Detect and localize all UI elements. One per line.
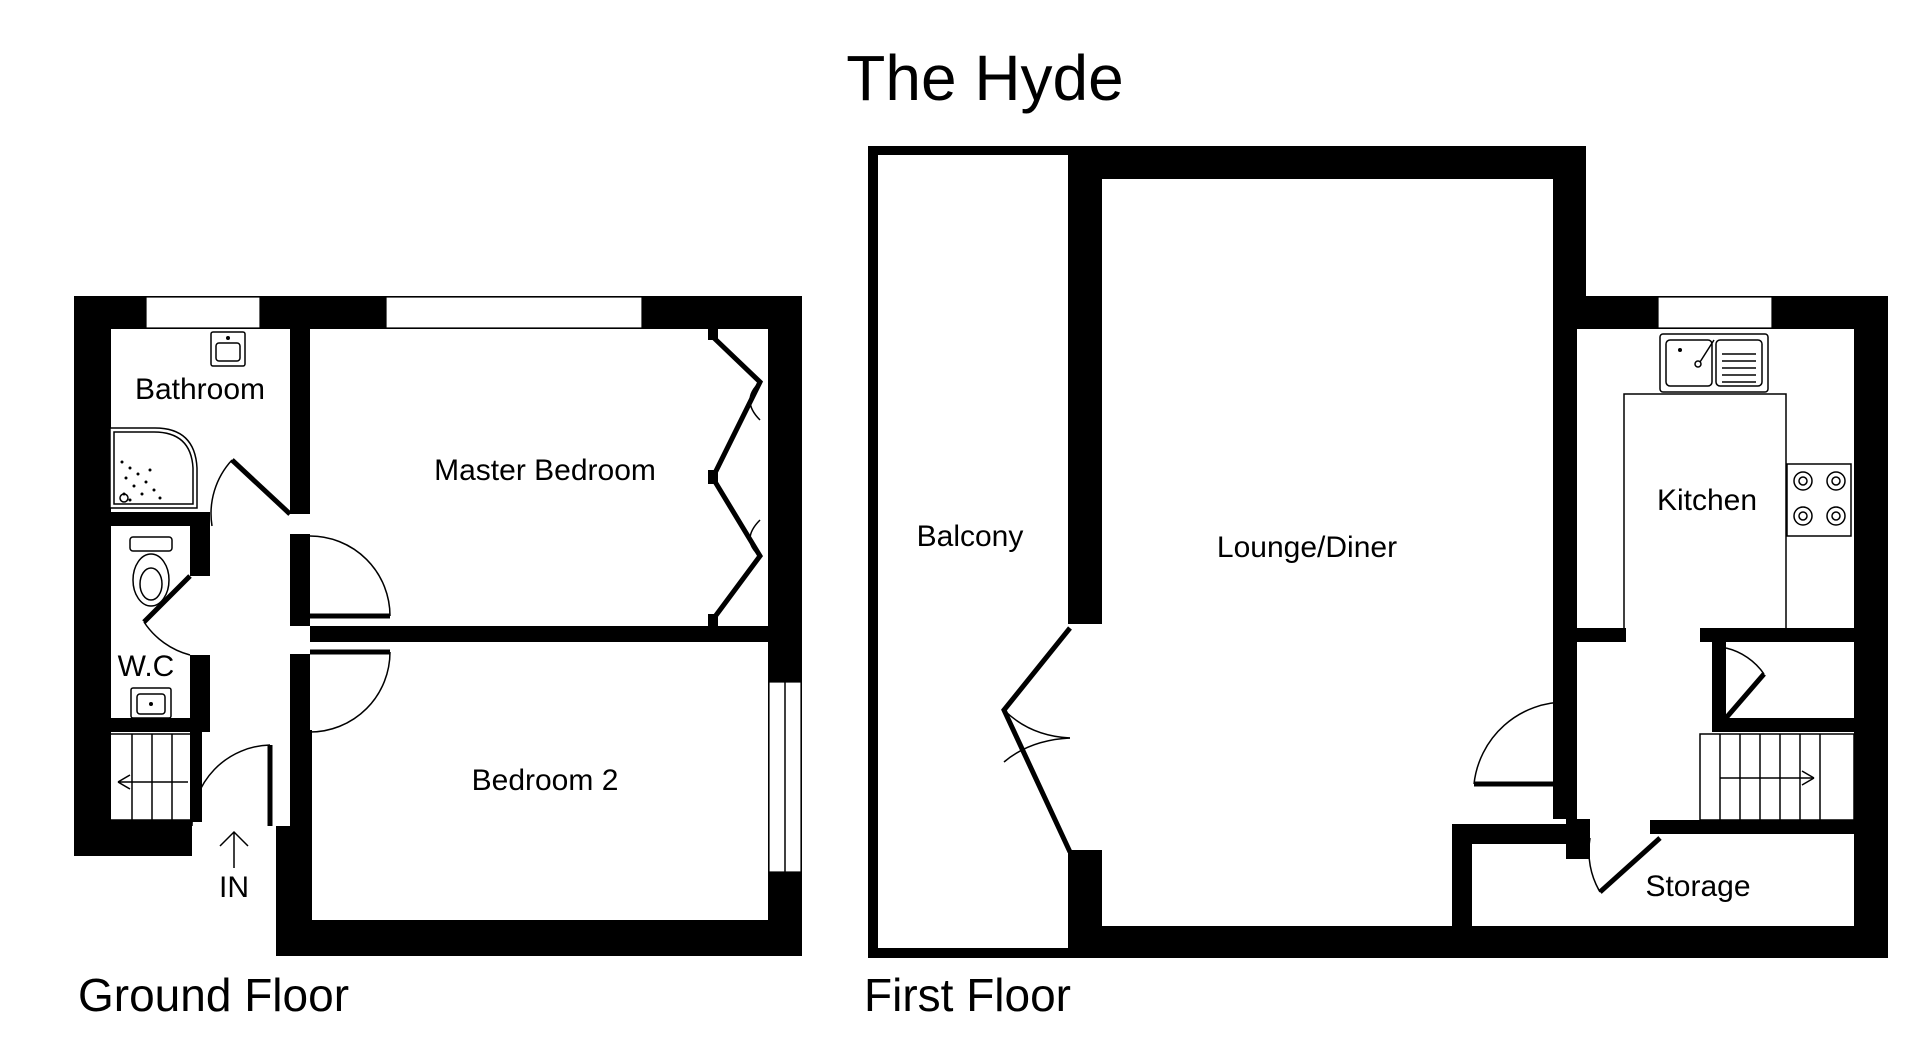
balcony-west-wall (868, 146, 878, 958)
room-label-balcony: Balcony (917, 520, 1024, 553)
lounge-kitchen-partition (1553, 329, 1577, 819)
stair-partition (190, 732, 202, 822)
first-floor-plan: Balcony Lounge/Diner Kitchen Storage Fir… (864, 146, 1888, 1021)
ground-floor-stair-south-wall (74, 820, 192, 856)
ground-floor-stairs (109, 733, 193, 821)
entrance-arrow-icon (219, 830, 249, 868)
bathroom-east-partition (290, 328, 310, 514)
wc-stair-wall (110, 718, 210, 732)
bathroom-door (210, 458, 292, 527)
kitchen-south-wall-left (1566, 628, 1626, 642)
room-label-bathroom: Bathroom (135, 373, 265, 406)
balcony-north-wall (868, 146, 1068, 155)
room-label-bedroom-2: Bedroom 2 (472, 764, 619, 797)
kitchen-east-wall (1854, 296, 1888, 958)
first-floor-south-wall (1068, 926, 1888, 958)
room-label-wc: W.C (118, 650, 175, 683)
wc-sink-icon (130, 687, 172, 719)
bedroom-2-door (309, 649, 391, 733)
balcony-french-doors (1001, 626, 1073, 854)
bedroom-partition-lower (290, 654, 310, 734)
hob-icon (1786, 463, 1852, 537)
first-floor-label: First Floor (864, 969, 1071, 1021)
plan-title: The Hyde (846, 42, 1123, 114)
entrance-door (191, 744, 273, 827)
shower-icon (109, 427, 198, 509)
room-label-kitchen: Kitchen (1657, 484, 1757, 517)
kitchen-window (1657, 296, 1773, 329)
cupboard-partition (1712, 642, 1726, 718)
bathroom-window (145, 296, 261, 329)
ground-floor-plan: Bathroom Master Bedroom W.C Bedroom 2 IN… (74, 296, 802, 1021)
first-floor-stairs (1699, 733, 1855, 821)
ground-floor-south-wall (276, 920, 802, 956)
storage-partition-upper (1566, 819, 1590, 859)
cupboard-door (1724, 647, 1766, 720)
lounge-door (1473, 701, 1567, 787)
storage-door (1588, 836, 1662, 894)
wc-partition-lower (190, 655, 210, 730)
hall-partition (290, 730, 312, 826)
ground-floor-label: Ground Floor (78, 969, 349, 1021)
storage-west-wall (1452, 824, 1472, 926)
room-label-lounge-diner: Lounge/Diner (1217, 531, 1397, 564)
bathroom-sink-icon (210, 331, 246, 367)
lounge-storage-wall (1452, 824, 1566, 844)
ground-floor-entry-wall (276, 826, 312, 956)
entrance-label: IN (219, 871, 249, 904)
master-bedroom-door (309, 535, 391, 619)
kitchen-sink-icon (1659, 333, 1769, 393)
bedroom-partition-upper (290, 534, 310, 626)
cupboard-stair-wall (1712, 718, 1854, 732)
ground-floor-west-wall (74, 296, 111, 856)
kitchen-south-wall-right (1700, 628, 1854, 642)
lounge-west-wall-upper (1068, 146, 1102, 624)
balcony-south-wall (868, 948, 1068, 958)
storage-north-wall (1650, 820, 1854, 834)
wc-partition-upper (190, 526, 210, 576)
room-label-storage: Storage (1645, 870, 1750, 903)
master-bedroom-window (385, 296, 643, 329)
wardrobe-doors (708, 328, 764, 626)
bathroom-wc-wall (110, 512, 210, 526)
toilet-icon (129, 536, 173, 607)
room-label-master-bedroom: Master Bedroom (434, 454, 656, 487)
bedrooms-dividing-wall (310, 626, 768, 642)
lounge-north-wall (1068, 146, 1586, 179)
kitchen-worktop (1623, 393, 1787, 628)
wc-door (142, 574, 192, 656)
